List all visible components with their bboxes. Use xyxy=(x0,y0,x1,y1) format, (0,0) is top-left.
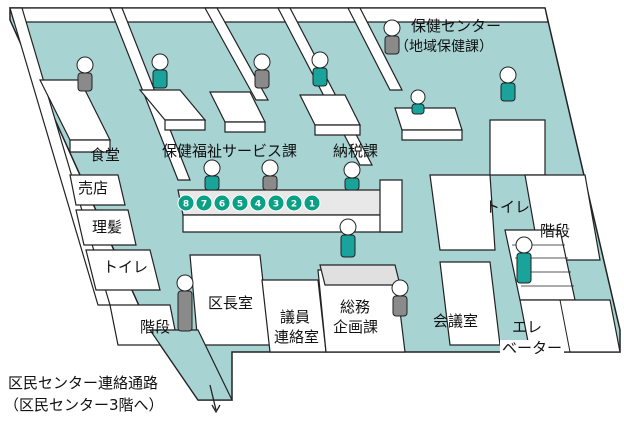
person-icon xyxy=(253,53,271,89)
label-stairs-right: 階段 xyxy=(540,222,571,240)
right-room-wall xyxy=(429,174,496,251)
label-cafeteria: 食堂 xyxy=(90,146,121,164)
person-icon xyxy=(76,56,94,92)
label-elevator-2: ベーター xyxy=(500,339,565,357)
meeting-room-wall xyxy=(439,261,501,346)
counter-number: 4 xyxy=(255,200,261,210)
label-shop: 売店 xyxy=(78,179,109,197)
label-stairs-left: 階段 xyxy=(140,318,171,336)
desk xyxy=(319,264,401,286)
counter-divider xyxy=(379,179,403,233)
counter-badge-circle xyxy=(195,194,213,212)
counter-number: 8 xyxy=(183,200,189,210)
person-icon xyxy=(410,89,426,115)
counter-number: 6 xyxy=(219,200,225,210)
label-meeting-room: 会議室 xyxy=(433,312,479,330)
label-general-affairs-1: 総務 xyxy=(340,298,371,316)
counter-badge-circle xyxy=(213,194,231,212)
passage-arrow xyxy=(209,384,217,411)
label-tax-division: 納税課 xyxy=(333,142,379,160)
label-toilet-left: トイレ xyxy=(103,258,149,276)
partition-wall xyxy=(203,7,270,101)
counter-number: 7 xyxy=(201,200,207,210)
person-icon xyxy=(391,279,409,317)
label-toilet-right: トイレ xyxy=(485,198,531,216)
label-welfare-division: 保健福祉サービス課 xyxy=(162,142,298,160)
person-icon xyxy=(343,161,361,191)
label-passage-sub: （区民センター3階へ） xyxy=(4,396,164,414)
counter-badge-circle xyxy=(231,194,249,212)
shop-room xyxy=(69,174,126,206)
label-liaison-2: 連絡室 xyxy=(274,328,320,346)
counter-badge-circle xyxy=(267,194,285,212)
label-health-division: （地域保健課） xyxy=(395,39,493,55)
desk xyxy=(39,79,463,153)
counter-badge-circle xyxy=(285,194,303,212)
person-icon xyxy=(176,274,194,332)
counter-number-badges: 8 7 6 5 4 3 2 1 xyxy=(177,194,321,212)
person-icon xyxy=(203,159,221,191)
person-icon xyxy=(515,236,533,284)
label-elevator-1: エレ xyxy=(512,318,543,336)
partition-wall xyxy=(347,7,403,91)
person-icon xyxy=(383,19,401,55)
label-passage: 区民センター連絡通路 xyxy=(8,374,159,392)
toilet-left-room xyxy=(85,249,161,291)
counter-number: 3 xyxy=(273,200,279,210)
label-liaison-1: 議員 xyxy=(280,308,311,326)
label-general-affairs-2: 企画課 xyxy=(333,318,379,336)
person-icon xyxy=(311,51,329,87)
label-barber: 理髪 xyxy=(92,218,123,236)
person-icon xyxy=(261,159,279,191)
person-icon xyxy=(499,66,517,102)
counter-badge-circle xyxy=(177,194,195,212)
counter-badge-circle xyxy=(303,194,321,212)
barber-room xyxy=(75,209,137,246)
counter-number: 5 xyxy=(237,200,243,210)
counter-number: 1 xyxy=(309,200,315,210)
label-ward-office: 区長室 xyxy=(208,294,254,312)
elevator-wall xyxy=(519,299,621,353)
label-health-center: 保健センター xyxy=(411,17,502,35)
person-icon xyxy=(151,53,169,89)
counter-badge-circle xyxy=(249,194,267,212)
counter-number: 2 xyxy=(291,200,297,210)
person-icon xyxy=(339,218,357,258)
right-room-wall xyxy=(489,119,546,176)
